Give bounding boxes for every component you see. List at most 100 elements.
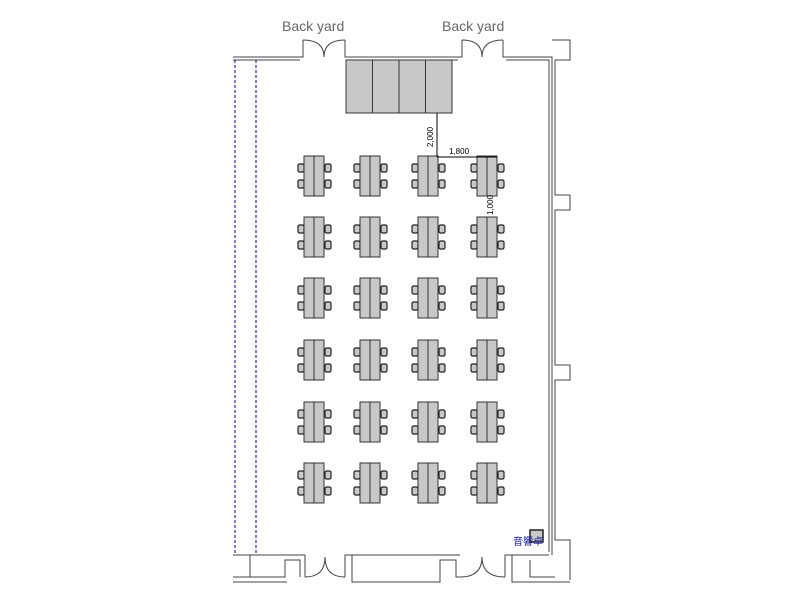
table	[427, 155, 439, 197]
table-set	[470, 462, 505, 504]
table-set	[411, 401, 446, 443]
chair	[380, 285, 388, 295]
chair	[497, 163, 505, 173]
table	[417, 216, 429, 258]
table-set	[411, 339, 446, 381]
chair	[411, 179, 419, 189]
table	[486, 277, 498, 319]
table	[476, 401, 488, 443]
chair	[438, 285, 446, 295]
chair	[297, 486, 305, 496]
chair	[470, 409, 478, 419]
chair	[324, 409, 332, 419]
table	[369, 462, 381, 504]
chair	[497, 240, 505, 250]
table	[486, 216, 498, 258]
chair	[297, 363, 305, 373]
chair	[438, 363, 446, 373]
table	[427, 216, 439, 258]
chair	[297, 470, 305, 480]
stage	[345, 59, 453, 114]
table	[313, 216, 325, 258]
table	[359, 401, 371, 443]
table	[303, 216, 315, 258]
chair	[380, 470, 388, 480]
chair	[497, 425, 505, 435]
chair	[497, 470, 505, 480]
chair	[411, 347, 419, 357]
chair	[324, 470, 332, 480]
dim-2000: 2,000	[426, 126, 435, 147]
table-set	[297, 155, 332, 197]
table-set	[297, 277, 332, 319]
table	[359, 216, 371, 258]
table	[303, 339, 315, 381]
table	[427, 277, 439, 319]
chair	[438, 179, 446, 189]
table-set	[353, 216, 388, 258]
chair	[324, 363, 332, 373]
chair	[353, 470, 361, 480]
chair	[438, 347, 446, 357]
chair	[497, 486, 505, 496]
table	[476, 339, 488, 381]
stage-panel	[345, 59, 373, 114]
table	[417, 277, 429, 319]
chair	[497, 347, 505, 357]
chair	[297, 301, 305, 311]
table-set	[411, 277, 446, 319]
chair	[470, 163, 478, 173]
table	[313, 462, 325, 504]
table-set	[470, 339, 505, 381]
chair	[297, 409, 305, 419]
chair	[353, 409, 361, 419]
chair	[411, 240, 419, 250]
chair	[438, 301, 446, 311]
table-set	[353, 277, 388, 319]
sound-desk	[529, 529, 544, 543]
chair	[497, 179, 505, 189]
chair	[324, 301, 332, 311]
table	[417, 155, 429, 197]
table-set	[470, 277, 505, 319]
chair	[470, 486, 478, 496]
chair	[380, 179, 388, 189]
chair	[411, 224, 419, 234]
chair	[497, 409, 505, 419]
chair	[297, 163, 305, 173]
table	[359, 462, 371, 504]
chair	[470, 224, 478, 234]
table-set	[411, 462, 446, 504]
chair	[438, 224, 446, 234]
chair	[411, 363, 419, 373]
table-set	[470, 401, 505, 443]
chair	[353, 363, 361, 373]
chair	[297, 347, 305, 357]
back-yard-label-left: Back yard	[282, 18, 344, 34]
chair	[438, 240, 446, 250]
table	[369, 401, 381, 443]
chair	[380, 347, 388, 357]
chair	[353, 301, 361, 311]
chair	[411, 163, 419, 173]
chair	[324, 240, 332, 250]
table	[486, 339, 498, 381]
table	[303, 401, 315, 443]
table-set	[470, 155, 505, 197]
chair	[297, 285, 305, 295]
chair	[297, 425, 305, 435]
table	[313, 401, 325, 443]
table-set	[297, 216, 332, 258]
chair	[411, 409, 419, 419]
dimension-lines: 2,000 1,800 1,000	[426, 113, 497, 215]
chair	[380, 363, 388, 373]
chair	[470, 470, 478, 480]
walls	[233, 39, 571, 583]
table-set	[353, 339, 388, 381]
table	[359, 277, 371, 319]
chair	[470, 301, 478, 311]
chair	[380, 240, 388, 250]
chair	[353, 486, 361, 496]
table	[369, 155, 381, 197]
